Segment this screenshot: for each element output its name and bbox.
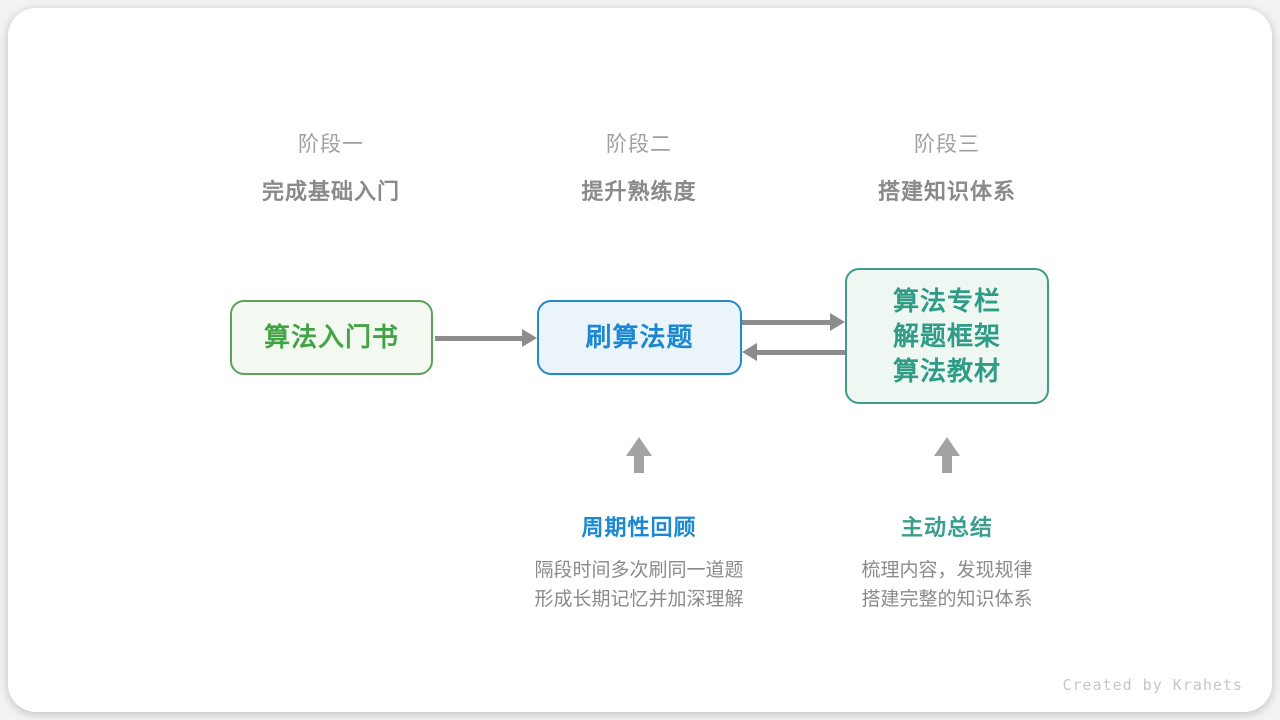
- credit-text: Created by Krahets: [1062, 676, 1243, 694]
- annotation-summarize-desc-line2: 搭建完整的知识体系: [861, 589, 1033, 610]
- node-resource-textbook: 算法教材: [892, 355, 1001, 386]
- node-resource-framework: 解题框架: [892, 320, 1001, 351]
- stage2-subtitle: 提升熟练度: [581, 179, 697, 204]
- annotation-review-desc-line1: 隔段时间多次刷同一道题: [534, 560, 744, 581]
- stage2-label: 阶段二: [606, 133, 672, 156]
- node-intro-book-label: 算法入门书: [263, 322, 399, 352]
- arrow-stage1-to-stage2-icon: [435, 329, 537, 347]
- node-resource-column: 算法专栏: [892, 285, 1001, 316]
- annotation-review-title: 周期性回顾: [581, 515, 697, 540]
- node-intro-book: 算法入门书: [230, 300, 433, 375]
- node-practice-problems-label: 刷算法题: [585, 322, 694, 352]
- stage1-label: 阶段一: [298, 133, 364, 156]
- annotation-review-desc: 隔段时间多次刷同一道题 形成长期记忆并加深理解: [489, 556, 789, 614]
- up-arrow-summarize-icon: [934, 437, 960, 473]
- annotation-review-desc-line2: 形成长期记忆并加深理解: [534, 589, 744, 610]
- stage3-subtitle: 搭建知识体系: [877, 179, 1016, 204]
- annotation-summarize-desc-line1: 梳理内容，发现规律: [861, 560, 1033, 581]
- arrow-stage2-to-stage3-icon: [742, 313, 845, 331]
- arrow-stage3-to-stage2-icon: [742, 343, 845, 361]
- annotation-summarize-title: 主动总结: [900, 515, 993, 540]
- diagram-canvas: 阶段一 完成基础入门 阶段二 提升熟练度 阶段三 搭建知识体系 算法入门书 刷算…: [8, 8, 1272, 712]
- stage1-subtitle: 完成基础入门: [261, 179, 400, 204]
- stage3-label: 阶段三: [914, 133, 980, 156]
- node-practice-problems: 刷算法题: [537, 300, 742, 375]
- up-arrow-review-icon: [626, 437, 652, 473]
- node-knowledge-resources: 算法专栏 解题框架 算法教材: [845, 268, 1049, 404]
- annotation-summarize-desc: 梳理内容，发现规律 搭建完整的知识体系: [797, 556, 1097, 614]
